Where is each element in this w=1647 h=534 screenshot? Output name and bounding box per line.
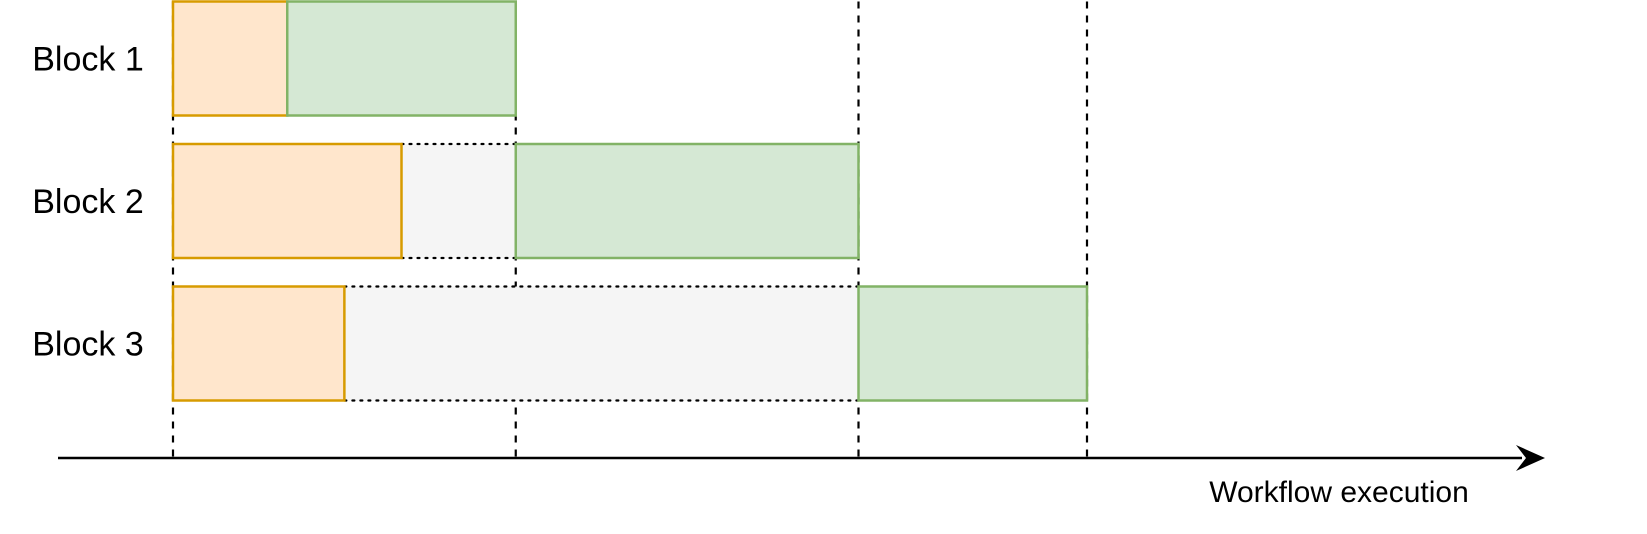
prep-segment bbox=[171, 0, 289, 117]
axis-arrowhead bbox=[1516, 445, 1545, 471]
block-label: Block 2 bbox=[32, 183, 144, 221]
exec-segment bbox=[286, 0, 517, 117]
wait-segment bbox=[344, 286, 859, 401]
exec-segment bbox=[514, 142, 860, 260]
block-rows: Block 1 Block 2 Block 3 bbox=[32, 0, 1089, 402]
block-row-2: Block 2 bbox=[32, 142, 860, 260]
time-axis: Workflow execution bbox=[58, 445, 1545, 509]
block-row-3: Block 3 bbox=[32, 285, 1089, 402]
exec-segment bbox=[857, 285, 1089, 402]
prep-segment bbox=[171, 142, 403, 260]
block-row-1: Block 1 bbox=[32, 0, 517, 117]
block-label: Block 1 bbox=[32, 41, 144, 79]
block-label: Block 3 bbox=[32, 326, 144, 364]
wait-segment bbox=[401, 144, 516, 258]
axis-label: Workflow execution bbox=[1209, 476, 1469, 509]
prep-segment bbox=[171, 285, 346, 402]
